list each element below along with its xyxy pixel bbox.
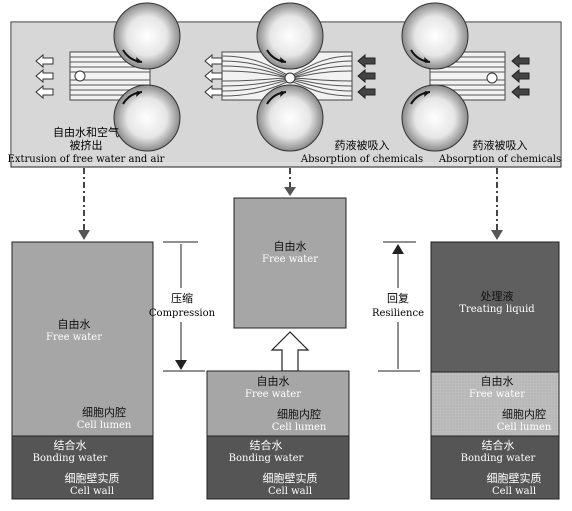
stage2-outflow-arrows [204, 53, 223, 100]
center-cell-lumen-zh: 细胞内腔 [277, 407, 321, 421]
center-top-free-water-zh: 自由水 [274, 239, 307, 253]
stage1-outflow-arrows [35, 53, 54, 100]
hollow-up-arrow [270, 331, 310, 372]
center-free-water-zh: 自由水 [257, 374, 290, 388]
stage3-bubble [486, 72, 498, 84]
left-cell-lumen-en: Cell lumen [77, 420, 132, 431]
left-cell-wall-zh: 细胞壁实质 [65, 471, 120, 485]
center-top-free-water-en: Free water [262, 254, 318, 265]
stage1-label-en: Extrusion of free water and air [8, 154, 165, 165]
center-free-water-en: Free water [245, 389, 301, 400]
stage1-label-zh-line2: 被挤出 [70, 138, 103, 152]
center-free-water-block [233, 197, 347, 329]
center-bonding-water-zh: 结合水 [250, 438, 283, 452]
stage2-bubble [284, 72, 296, 84]
center-cell-wall-zh: 细胞壁实质 [263, 471, 318, 485]
center-cell-wall-block [206, 435, 350, 500]
right-bonding-water-zh: 结合水 [482, 438, 515, 452]
stage3-inflow-arrows [511, 53, 530, 100]
center-free-water-small [206, 370, 350, 437]
connector-center [284, 168, 296, 196]
right-treating-liquid-block [430, 241, 560, 373]
right-cell-wall-block [430, 435, 560, 500]
stage1-upper-roller [113, 2, 181, 70]
stage2-upper-roller [256, 2, 324, 70]
right-treating-zh: 处理液 [481, 289, 514, 303]
right-cell-wall-en: Cell wall [492, 486, 536, 497]
stage3-label-zh: 药液被吸入 [473, 138, 528, 152]
left-bonding-water-zh: 结合水 [54, 438, 87, 452]
center-cell-wall-en: Cell wall [268, 486, 312, 497]
connector-left [78, 168, 90, 240]
left-free-water-zh: 自由水 [58, 317, 91, 331]
resilience-en: Resilience [372, 308, 424, 319]
right-bonding-water-en: Bonding water [461, 453, 536, 464]
left-free-water-block [11, 241, 154, 437]
left-cell-lumen-zh: 细胞内腔 [82, 405, 126, 419]
center-bonding-water-en: Bonding water [229, 453, 304, 464]
stage1-bubble [74, 70, 86, 82]
compression-zh: 压缩 [171, 292, 193, 305]
stage2-label-en: Absorption of chemicals [300, 154, 423, 165]
right-cell-wall-zh: 细胞壁实质 [487, 471, 542, 485]
stage3-upper-roller [401, 2, 469, 70]
connector-right [491, 168, 503, 240]
compression-en: Compression [149, 308, 216, 319]
stage3-label-en: Absorption of chemicals [438, 154, 561, 165]
stage2-lower-roller [256, 84, 324, 152]
right-treating-en: Treating liquid [459, 304, 535, 315]
right-free-water-zh: 自由水 [481, 374, 514, 388]
stage2-label-zh: 药液被吸入 [335, 138, 390, 152]
right-free-water-en: Free water [469, 389, 525, 400]
left-free-water-en: Free water [46, 332, 102, 343]
left-bonding-water-en: Bonding water [33, 453, 108, 464]
stage1-lower-roller [113, 84, 181, 152]
right-cell-lumen-zh: 细胞内腔 [502, 407, 546, 421]
resilience-zh: 回复 [387, 291, 409, 305]
stage2-inflow-arrows [357, 53, 376, 100]
left-cell-wall-block [11, 435, 154, 500]
stage1-label-zh-line1: 自由水和空气 [53, 125, 119, 139]
left-cell-wall-en: Cell wall [70, 486, 114, 497]
right-cell-lumen-en: Cell lumen [497, 422, 552, 433]
stage3-lower-roller [401, 84, 469, 152]
compression-arrow-head [175, 360, 187, 370]
resilience-arrow-head [392, 244, 404, 254]
center-cell-lumen-en: Cell lumen [272, 422, 327, 433]
